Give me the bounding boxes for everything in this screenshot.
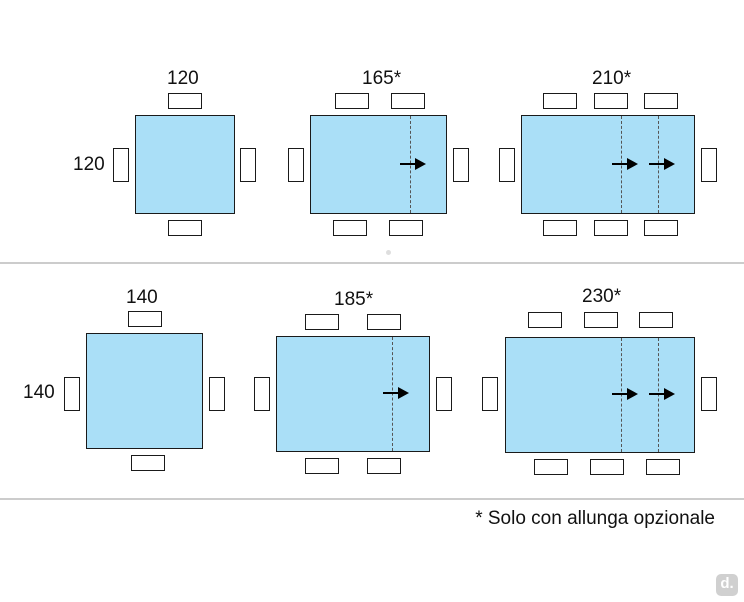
chair: [333, 220, 367, 236]
width-label: 210*: [592, 68, 632, 89]
chair: [543, 220, 577, 236]
table-top: [310, 115, 447, 214]
divider: [0, 498, 744, 500]
divider: [0, 262, 744, 264]
chair: [701, 377, 717, 411]
chair: [584, 312, 618, 328]
chair: [453, 148, 469, 182]
carousel-dot: [386, 250, 391, 255]
chair: [543, 93, 577, 109]
chair: [482, 377, 498, 411]
extension-arrow-icon: [649, 388, 675, 400]
chair: [646, 459, 680, 475]
chair: [594, 93, 628, 109]
table-top: [521, 115, 695, 214]
chair: [391, 93, 425, 109]
table-top: [135, 115, 235, 214]
extension-arrow-icon: [612, 388, 638, 400]
chair: [240, 148, 256, 182]
width-label: 140: [126, 287, 158, 308]
chair: [128, 311, 162, 327]
chair: [499, 148, 515, 182]
width-label: 185*: [334, 289, 374, 310]
chair: [701, 148, 717, 182]
chair: [168, 93, 202, 109]
width-label: 165*: [362, 68, 402, 89]
chair: [335, 93, 369, 109]
chair: [168, 220, 202, 236]
chair: [64, 377, 80, 411]
chair: [528, 312, 562, 328]
chair: [288, 148, 304, 182]
extension-arrow-icon: [400, 158, 426, 170]
footnote: * Solo con allunga opzionale: [475, 508, 715, 529]
extension-line: [621, 338, 622, 452]
table-top: [86, 333, 203, 449]
chair: [254, 377, 270, 411]
width-label: 120: [167, 68, 199, 89]
chair: [209, 377, 225, 411]
chair: [644, 93, 678, 109]
chair: [534, 459, 568, 475]
chair: [131, 455, 165, 471]
chair: [594, 220, 628, 236]
chair: [113, 148, 129, 182]
extension-line: [658, 338, 659, 452]
width-label: 230*: [582, 286, 622, 307]
table-top: [505, 337, 695, 453]
chair: [367, 314, 401, 330]
chair: [389, 220, 423, 236]
chair: [639, 312, 673, 328]
chair: [305, 314, 339, 330]
chair: [367, 458, 401, 474]
extension-arrow-icon: [649, 158, 675, 170]
chair: [436, 377, 452, 411]
chair: [305, 458, 339, 474]
chair: [644, 220, 678, 236]
depth-label: 140: [23, 382, 55, 403]
extension-arrow-icon: [383, 387, 409, 399]
extension-line: [392, 337, 393, 451]
depth-label: 120: [73, 154, 105, 175]
extension-arrow-icon: [612, 158, 638, 170]
brand-logo-icon: d.: [716, 574, 738, 596]
chair: [590, 459, 624, 475]
